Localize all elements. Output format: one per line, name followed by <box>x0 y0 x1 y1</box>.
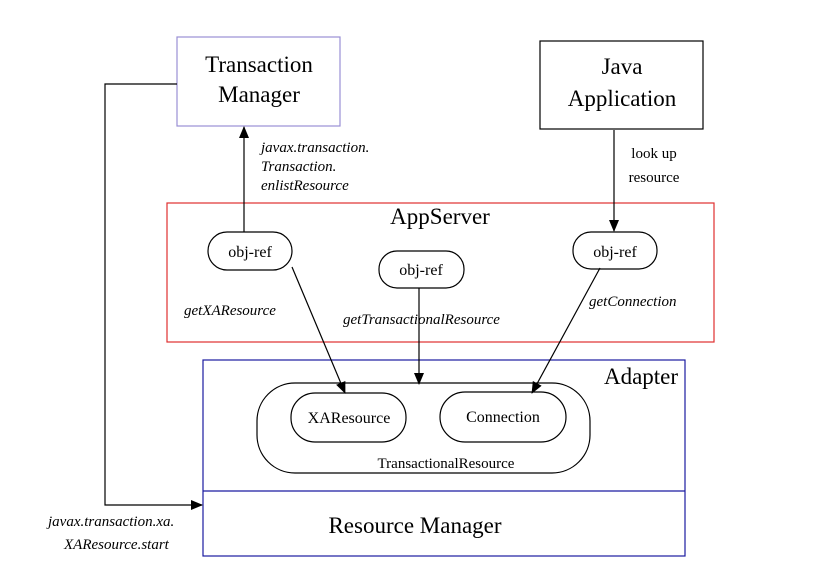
adapter-title: Adapter <box>604 364 678 389</box>
obj-ref-right-border <box>572 231 658 270</box>
obj-ref-center-label: obj-ref <box>399 262 443 279</box>
enlist-resource-label-line1: javax.transaction. <box>259 140 369 156</box>
transactional-resource-label: TransactionalResource <box>378 456 515 472</box>
obj-ref-center-node: obj-ref <box>378 250 465 289</box>
get-xa-resource-label: getXAResource <box>184 303 276 319</box>
obj-ref-left-label: obj-ref <box>228 244 272 261</box>
connection-border <box>439 391 567 443</box>
obj-ref-left-node: obj-ref <box>207 231 293 271</box>
connection-node: Connection <box>439 391 567 443</box>
app-server-border <box>166 202 715 343</box>
xa-resource-node: XAResource <box>290 392 407 443</box>
transaction-manager-border <box>176 36 341 127</box>
xa-resource-start-label-line1: javax.transaction.xa. <box>46 514 174 530</box>
transaction-manager-label-line1: Transaction <box>205 52 313 77</box>
get-transactional-resource-label: getTransactionalResource <box>343 312 500 328</box>
transaction-manager-box: Transaction Manager <box>176 36 341 127</box>
xa-resource-start-arrow <box>104 83 203 510</box>
java-application-border <box>539 40 704 130</box>
get-xa-resource-arrow <box>291 266 346 394</box>
app-server-title: AppServer <box>390 204 490 229</box>
get-connection-label: getConnection <box>589 294 676 310</box>
connection-label: Connection <box>466 409 540 426</box>
obj-ref-left-border <box>207 231 293 271</box>
transactional-resource-node: TransactionalResource <box>256 382 591 474</box>
xa-resource-border <box>290 392 407 443</box>
adapter-container: Adapter Resource Manager <box>202 359 686 557</box>
xa-resource-start-label-line2: XAResource.start <box>63 537 170 553</box>
enlist-resource-label-line2: Transaction. <box>261 159 336 175</box>
lookup-resource-label-line1: look up <box>631 146 676 162</box>
edge-labels: javax.transaction. Transaction. enlistRe… <box>46 140 680 553</box>
java-application-label-line2: Application <box>568 86 677 111</box>
java-application-box: Java Application <box>539 40 704 130</box>
get-connection-arrow <box>531 267 601 394</box>
transaction-manager-label-line2: Manager <box>218 82 300 107</box>
obj-ref-right-node: obj-ref <box>572 231 658 270</box>
obj-ref-right-label: obj-ref <box>593 244 637 261</box>
lookup-resource-label-line2: resource <box>629 170 680 186</box>
java-application-label-line1: Java <box>602 54 643 79</box>
arrows <box>104 83 619 510</box>
enlist-resource-label-line3: enlistResource <box>261 178 349 194</box>
resource-manager-label: Resource Manager <box>328 513 501 538</box>
obj-ref-center-border <box>378 250 465 289</box>
app-server-container: AppServer <box>166 202 715 343</box>
xa-resource-label: XAResource <box>308 410 391 427</box>
adapter-border <box>202 359 686 557</box>
